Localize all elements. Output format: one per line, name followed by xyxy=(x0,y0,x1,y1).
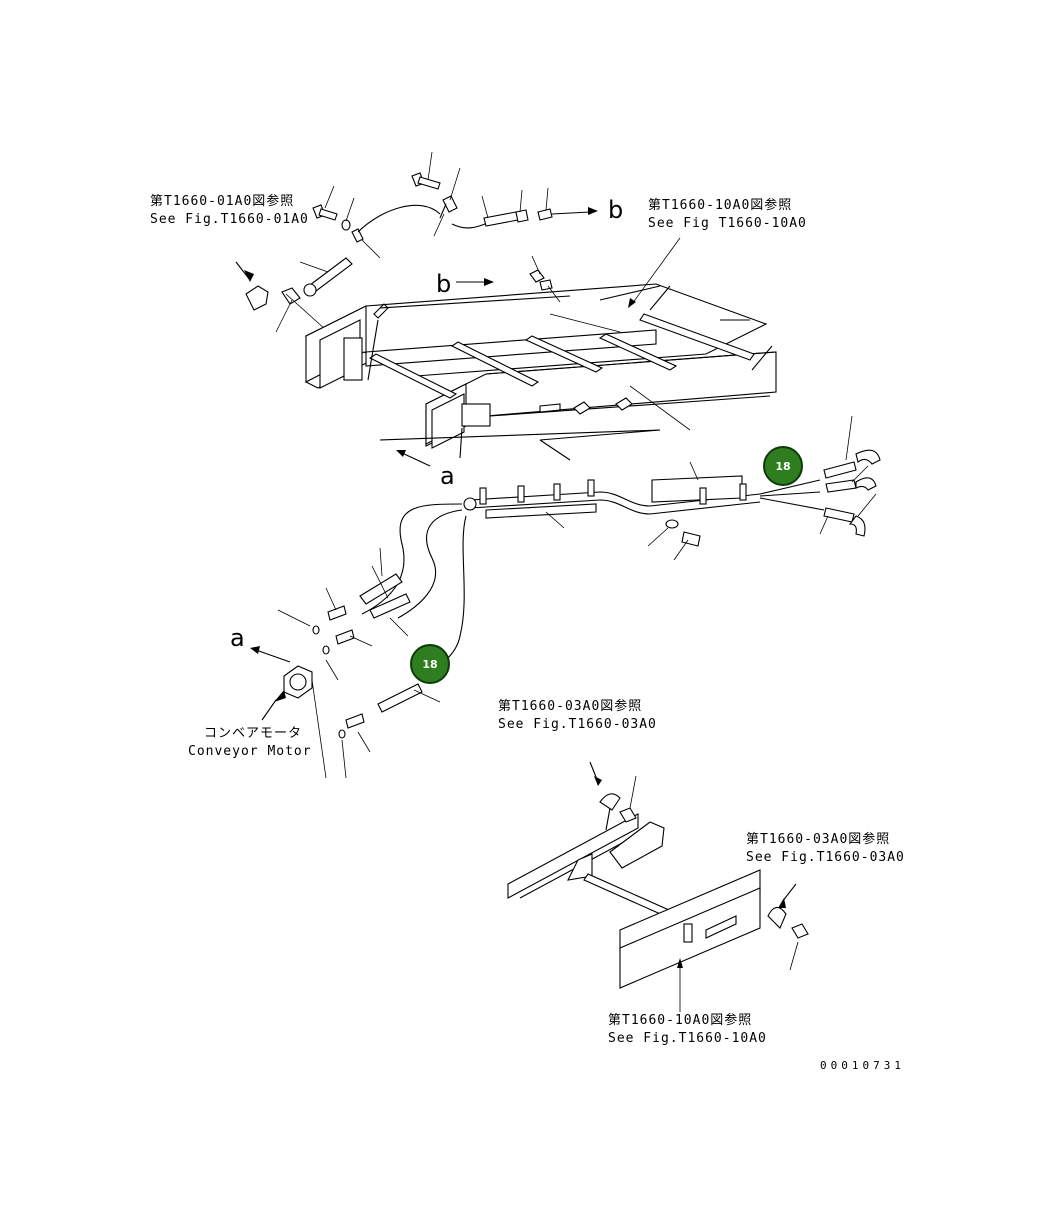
hose-harness xyxy=(463,415,881,561)
motor-hoses xyxy=(250,503,467,779)
conveyor-motor-en: Conveyor Motor xyxy=(188,744,312,759)
ref-right-jp: 第T1660-03A0図参照 xyxy=(746,832,891,847)
top-hardware-group xyxy=(235,151,598,333)
view-letter-a-left: a xyxy=(230,624,245,652)
ref-right-en: See Fig.T1660-03A0 xyxy=(746,850,905,865)
lower-frame xyxy=(507,761,809,1012)
drawing-number: 00010731 xyxy=(820,1059,905,1072)
ref-top-right-en: See Fig T1660-10A0 xyxy=(648,216,807,231)
callout-part-18-lower[interactable]: 18 xyxy=(410,644,450,684)
ref-top-right-jp: 第T1660-10A0図参照 xyxy=(648,198,793,213)
ref-mid-en: See Fig.T1660-03A0 xyxy=(498,717,657,732)
ref-top-left-jp: 第T1660-01A0図参照 xyxy=(150,194,295,209)
conveyor-motor-jp: コンベアモータ xyxy=(204,726,303,741)
ref-top-left-en: See Fig.T1660-01A0 xyxy=(150,212,309,227)
upper-frame xyxy=(304,237,777,467)
view-letter-b-right: b xyxy=(608,196,624,224)
view-letter-a-top: a xyxy=(440,462,455,490)
ref-bottom-jp: 第T1660-10A0図参照 xyxy=(608,1013,753,1028)
callout-part-18-upper[interactable]: 18 xyxy=(763,446,803,486)
view-letter-b-left: b xyxy=(436,270,452,298)
ref-bottom-en: See Fig.T1660-10A0 xyxy=(608,1031,767,1046)
ref-mid-jp: 第T1660-03A0図参照 xyxy=(498,699,643,714)
